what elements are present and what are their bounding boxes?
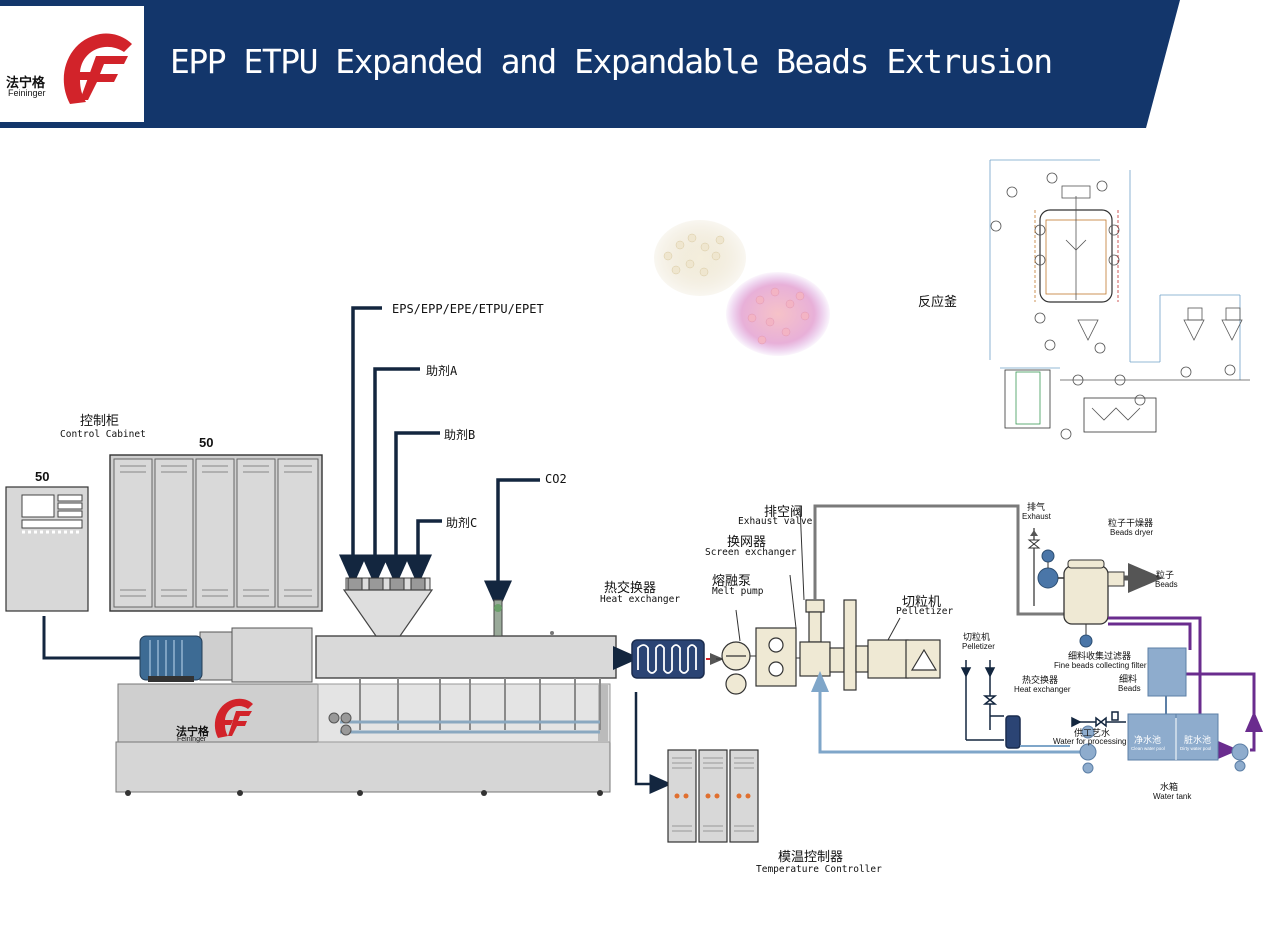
dirty-pool-en: Dirty water pool — [1180, 746, 1212, 751]
control-cabinet-large — [109, 454, 323, 612]
control-cable — [42, 616, 148, 660]
line-to-temp-controller — [634, 692, 672, 794]
feed-lines — [339, 306, 540, 612]
feed-a-label: 助剂A — [426, 364, 458, 378]
screen-exchanger-en: Screen exchanger — [705, 547, 797, 558]
heat-exchanger-small-cn: 热交换器 — [1022, 676, 1059, 686]
extruder — [115, 577, 617, 796]
heat-exchanger-unit — [631, 639, 705, 679]
feed-main-label: EPS/EPP/EPE/ETPU/EPET — [392, 302, 544, 316]
melt-pump-unit — [721, 609, 751, 695]
pelletizer-small-en: Pelletizer — [962, 642, 995, 651]
machine-logo-en: Feininger — [177, 736, 207, 743]
temp-controller-en: Temperature Controller — [756, 864, 882, 875]
heat-exchanger-en: Heat exchanger — [600, 594, 681, 605]
reactor-schematic — [989, 159, 1250, 440]
purple-circuit — [1108, 616, 1263, 759]
beads-dryer-unit — [1027, 528, 1163, 648]
beads-dryer-cn: 粒子干燥器 — [1108, 519, 1154, 529]
logo-english-name: Feininger — [8, 88, 46, 98]
clean-pool-cn: 净水池 — [1134, 736, 1162, 746]
page-title: EPP ETPU Expanded and Expandable Beads E… — [170, 42, 1053, 81]
fine-filter-cn: 细料收集过滤器 — [1068, 652, 1132, 662]
heat-exchanger-cn: 热交换器 — [604, 581, 657, 596]
machine-logo-cn: 法宁格 — [176, 725, 209, 738]
water-tank-en: Water tank — [1153, 792, 1192, 801]
melt-pump-en: Melt pump — [712, 586, 764, 597]
exhaust-cn: 排气 — [1027, 503, 1046, 513]
cabinet-large-number: 50 — [199, 435, 214, 450]
exhaust-valve-en: Exhaust valve — [738, 516, 813, 527]
exhaust-en: Exhaust — [1022, 512, 1051, 521]
process-water-cn: 供工艺水 — [1074, 729, 1111, 739]
feininger-logo-icon — [63, 33, 133, 104]
header-banner: 法宁格 Feininger EPP ETPU Expanded and Expa… — [0, 0, 1268, 128]
control-cabinet-small — [5, 486, 89, 612]
beads-image — [654, 220, 830, 356]
beads-dryer-en: Beads dryer — [1110, 528, 1154, 537]
header-background — [0, 0, 1180, 128]
pelletizer-small-cn: 切粒机 — [963, 633, 991, 643]
fine-beads-en: Beads — [1118, 684, 1141, 693]
clean-pool-en: Clean water pool — [1131, 746, 1165, 751]
logo-chinese-name: 法宁格 — [6, 76, 46, 91]
beads-out-en: Beads — [1155, 580, 1178, 589]
water-return-pipe — [811, 671, 1090, 754]
screen-exchanger-cn: 换网器 — [727, 535, 767, 550]
company-logo: 法宁格 Feininger — [0, 6, 144, 122]
water-tank-unit — [1127, 713, 1249, 772]
screen-exchanger-unit — [755, 574, 797, 687]
dirty-pool-cn: 脏水池 — [1184, 736, 1212, 746]
pelletizer-cn: 切粒机 — [902, 595, 942, 610]
pelletizer-en: Pelletizer — [896, 606, 954, 617]
pelletizer-unit — [799, 505, 941, 691]
temp-controller-cn: 模温控制器 — [778, 850, 844, 865]
temperature-controller-unit — [667, 749, 759, 843]
fine-beads-filter — [1147, 647, 1187, 697]
process-water-section — [960, 660, 1126, 749]
water-tank-cn: 水箱 — [1160, 783, 1179, 793]
exhaust-valve-cn: 排空阀 — [764, 505, 804, 520]
feed-c-label: 助剂C — [446, 516, 478, 530]
heat-exchanger-small-en: Heat exchanger — [1014, 685, 1071, 694]
fine-filter-en: Fine beads collecting filter — [1054, 661, 1147, 670]
reactor-label: 反应釜 — [918, 295, 958, 310]
cabinet-small-number: 50 — [35, 469, 50, 484]
exhaust-pipe — [813, 504, 1064, 616]
melt-pump-cn: 熔融泵 — [712, 574, 752, 589]
feed-hopper — [342, 577, 434, 637]
water-pump-icons — [1079, 725, 1097, 774]
feed-b-label: 助剂B — [444, 428, 476, 442]
control-cabinet-cn: 控制柜 — [80, 414, 120, 429]
process-water-en: Water for processing — [1053, 737, 1127, 746]
fine-beads-cn: 细料 — [1119, 675, 1138, 685]
control-cabinet-en: Control Cabinet — [60, 429, 146, 440]
beads-out-cn: 粒子 — [1156, 571, 1175, 581]
feed-co2-label: CO2 — [545, 472, 567, 486]
machine-logo-icon — [214, 698, 253, 738]
